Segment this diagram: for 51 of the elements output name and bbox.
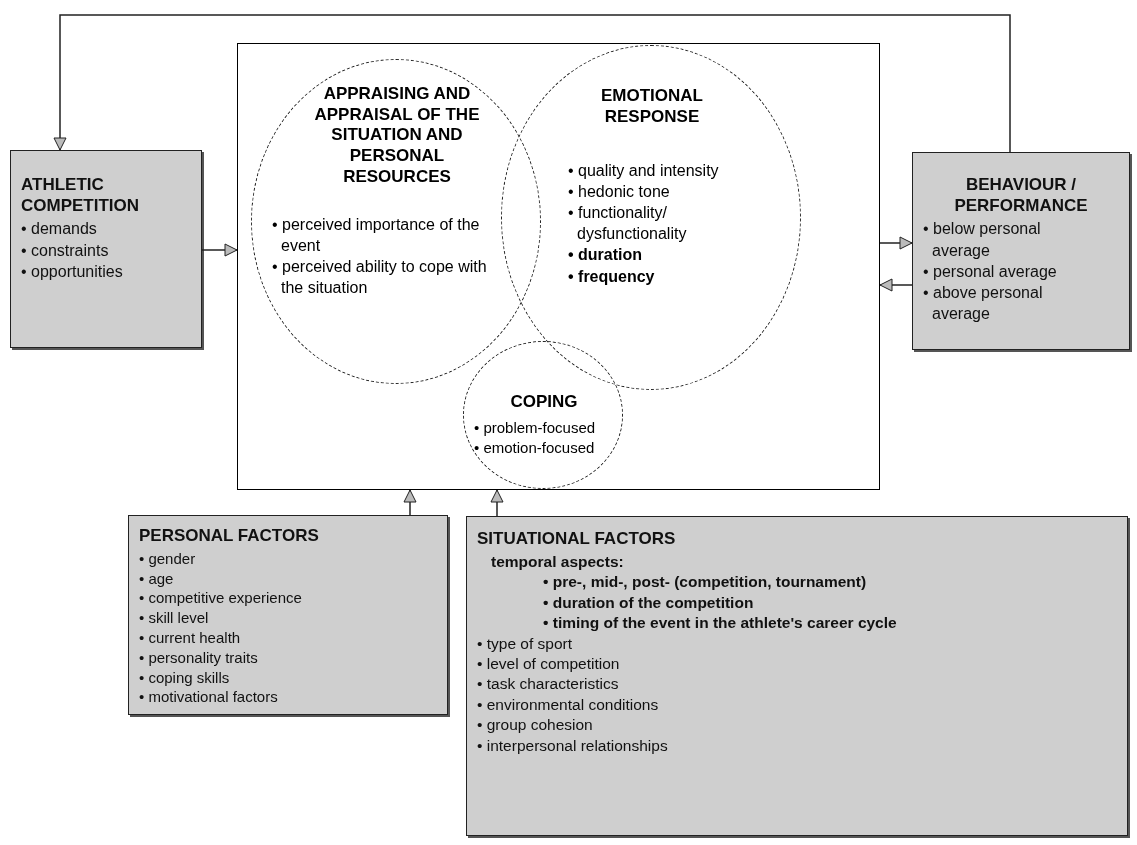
factor-box: [912, 152, 1130, 350]
box-heading: SITUATIONAL FACTORS: [477, 529, 677, 550]
list-item: temporal aspects:: [491, 551, 625, 572]
list-item: • group cohesion: [477, 715, 594, 736]
list-item: • perceived ability to cope with the situation: [272, 257, 488, 299]
list-item: • perceived importance of the event: [272, 215, 481, 257]
list-item: • level of competition: [477, 654, 621, 674]
list-item: • interpersonal relationships: [477, 735, 669, 756]
list-item: • gender: [139, 548, 197, 569]
list-item: • current health: [139, 627, 242, 648]
list-item: • hedonic tone: [568, 182, 671, 203]
list-item: • type of sport: [477, 633, 574, 654]
list-item: • skill level: [139, 608, 210, 628]
arrow: [879, 278, 913, 292]
arrow: [201, 243, 238, 257]
list-item: • duration: [568, 245, 644, 266]
list-item: • motivational factors: [139, 687, 279, 708]
list-item: • competitive experience: [139, 588, 303, 609]
box-heading: ATHLETIC COMPETITION: [21, 175, 141, 217]
list-item: • below personal average: [923, 219, 1042, 261]
list-item: • opportunities: [21, 261, 124, 282]
box-heading: BEHAVIOUR / PERFORMANCE: [953, 175, 1089, 217]
list-item: • personal average: [923, 261, 1058, 282]
list-item: • functionality/ dysfunctionality: [568, 203, 688, 245]
list-item: • demands: [21, 219, 98, 240]
list-item: • pre-, mid-, post- (competition, tournament): [543, 572, 868, 593]
arrow: [403, 489, 417, 516]
list-item: • environmental conditions: [477, 694, 660, 715]
model-frame: [237, 43, 880, 490]
factor-box: [466, 516, 1128, 836]
list-item: • personality traits: [139, 647, 259, 668]
circle-heading: EMOTIONAL RESPONSE: [600, 86, 704, 128]
list-item: • timing of the event in the athlete's career cycle: [543, 613, 898, 634]
factor-box: [10, 150, 202, 348]
list-item: • constraints: [21, 240, 110, 261]
arrow: [53, 14, 1011, 153]
list-item: • task characteristics: [477, 674, 620, 695]
circle-heading: COPING: [509, 392, 579, 413]
box-heading: PERSONAL FACTORS: [139, 526, 320, 547]
list-item: • frequency: [568, 266, 656, 287]
list-item: • problem-focused: [474, 418, 597, 438]
list-item: • emotion-focused: [474, 437, 596, 458]
list-item: • duration of the competition: [543, 592, 755, 613]
list-item: • coping skills: [139, 667, 231, 688]
circle-heading: APPRAISING AND APPRAISAL OF THE SITUATION AND PERSONAL RESOURCES: [313, 84, 481, 188]
factor-box: [128, 515, 448, 715]
list-item: • age: [139, 568, 175, 589]
list-item: • above personal average: [923, 282, 1044, 324]
list-item: • quality and intensity: [568, 161, 720, 181]
arrow: [879, 236, 913, 250]
arrow: [490, 489, 504, 517]
